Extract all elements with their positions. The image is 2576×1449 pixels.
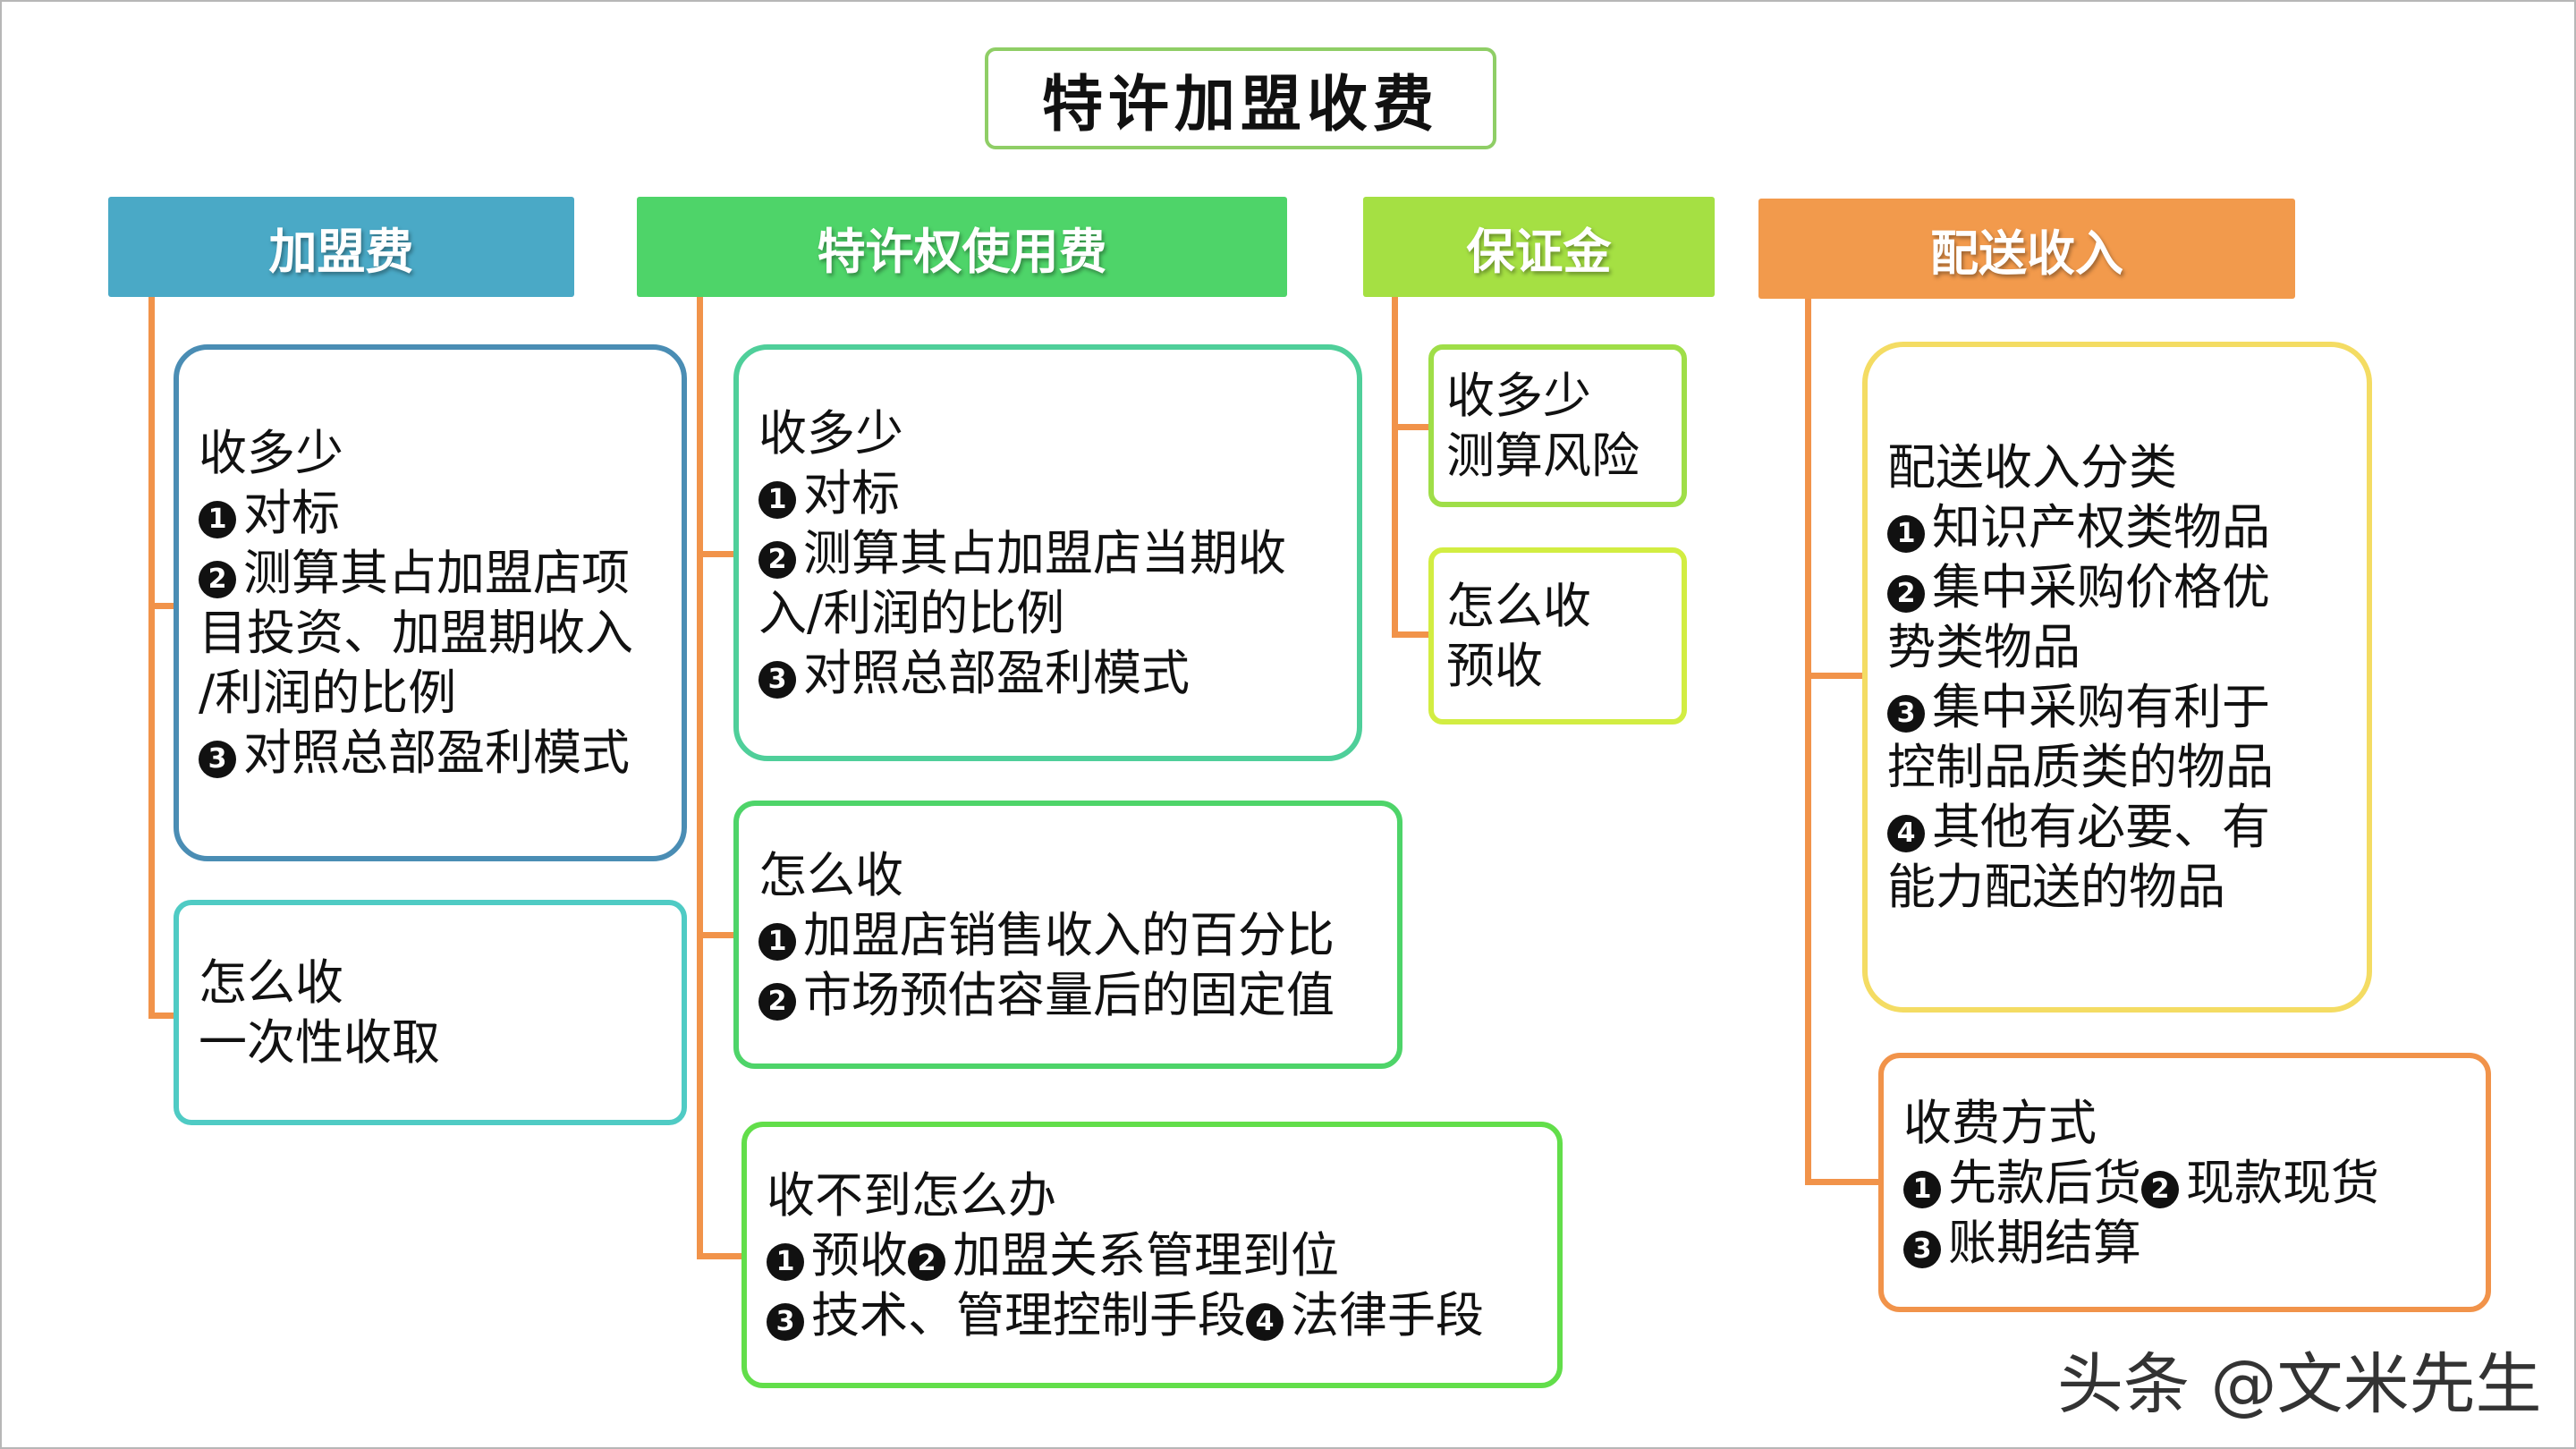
line-item: 目投资、加盟期收入 bbox=[199, 605, 633, 661]
number-badge: 3 bbox=[758, 660, 796, 699]
line-item: 一次性收取 bbox=[199, 1014, 440, 1071]
line-heading: 怎么收 bbox=[758, 846, 903, 903]
line-heading: 怎么收 bbox=[1446, 578, 1591, 634]
line-heading: 收不到怎么办 bbox=[767, 1166, 1056, 1224]
line-heading: 收多少 bbox=[1446, 368, 1591, 424]
number-badge: 1 bbox=[758, 922, 796, 961]
number-badge: 3 bbox=[767, 1302, 804, 1341]
line-heading: 配送收入分类 bbox=[1887, 439, 2177, 496]
connector-branch-3a bbox=[1392, 424, 1431, 430]
watermark: 头条 @文米先生 bbox=[2057, 1346, 2542, 1423]
number-badge: 2 bbox=[2141, 1170, 2179, 1208]
line-item: 势类物品 bbox=[1887, 619, 2080, 675]
connector-branch-4b bbox=[1805, 1179, 1882, 1185]
connector-branch-1b bbox=[148, 1013, 176, 1019]
number-badge: 1 bbox=[767, 1242, 804, 1281]
number-badge: 2 bbox=[199, 561, 236, 598]
header-royalty-fee: 特许权使用费 bbox=[637, 197, 1287, 297]
number-badge: 2 bbox=[758, 982, 796, 1021]
number-badge: 3 bbox=[1903, 1230, 1941, 1268]
connector-branch-3b bbox=[1392, 631, 1431, 638]
connector-branch-1a bbox=[148, 603, 176, 609]
line-item: 控制品质类的物品 bbox=[1887, 739, 2274, 795]
box-deposit-how-to-collect: 怎么收 预收 bbox=[1428, 547, 1687, 724]
line-item: 预收 bbox=[1446, 638, 1543, 694]
number-badge: 4 bbox=[1887, 815, 1925, 852]
header-franchise-fee: 加盟费 bbox=[108, 197, 574, 297]
connector-trunk-4 bbox=[1805, 299, 1811, 1185]
number-badge: 1 bbox=[1887, 515, 1925, 553]
number-badge: 3 bbox=[199, 741, 236, 778]
header-deposit: 保证金 bbox=[1363, 197, 1715, 297]
number-badge: 1 bbox=[199, 501, 236, 538]
box-franchise-fee-how-to-collect: 怎么收 一次性收取 bbox=[174, 900, 687, 1125]
page-title: 特许加盟收费 bbox=[985, 47, 1496, 149]
header-distribution-income: 配送收入 bbox=[1758, 199, 2295, 299]
connector-trunk-2 bbox=[697, 297, 703, 1259]
number-badge: 2 bbox=[1887, 575, 1925, 613]
number-badge: 2 bbox=[908, 1242, 945, 1281]
connector-branch-2c bbox=[697, 1253, 744, 1259]
box-deposit-how-much: 收多少 测算风险 bbox=[1428, 344, 1687, 507]
connector-branch-2b bbox=[697, 932, 736, 938]
connector-trunk-1 bbox=[148, 297, 155, 1019]
number-badge: 1 bbox=[758, 480, 796, 519]
line-item: 能力配送的物品 bbox=[1887, 859, 2225, 915]
line-heading: 怎么收 bbox=[199, 954, 343, 1011]
number-badge: 3 bbox=[1887, 695, 1925, 733]
connector-branch-2a bbox=[697, 551, 736, 557]
number-badge: 2 bbox=[758, 540, 796, 579]
line-heading: 收多少 bbox=[199, 425, 343, 481]
line-item: 测算风险 bbox=[1446, 428, 1640, 484]
number-badge: 1 bbox=[1903, 1170, 1941, 1208]
connector-trunk-3 bbox=[1392, 297, 1398, 638]
number-badge: 4 bbox=[1246, 1302, 1284, 1341]
line-item: /利润的比例 bbox=[199, 665, 457, 721]
line-item: 入/利润的比例 bbox=[758, 584, 1065, 641]
line-heading: 收多少 bbox=[758, 404, 903, 462]
line-heading: 收费方式 bbox=[1903, 1094, 2097, 1151]
connector-branch-4a bbox=[1805, 673, 1866, 679]
